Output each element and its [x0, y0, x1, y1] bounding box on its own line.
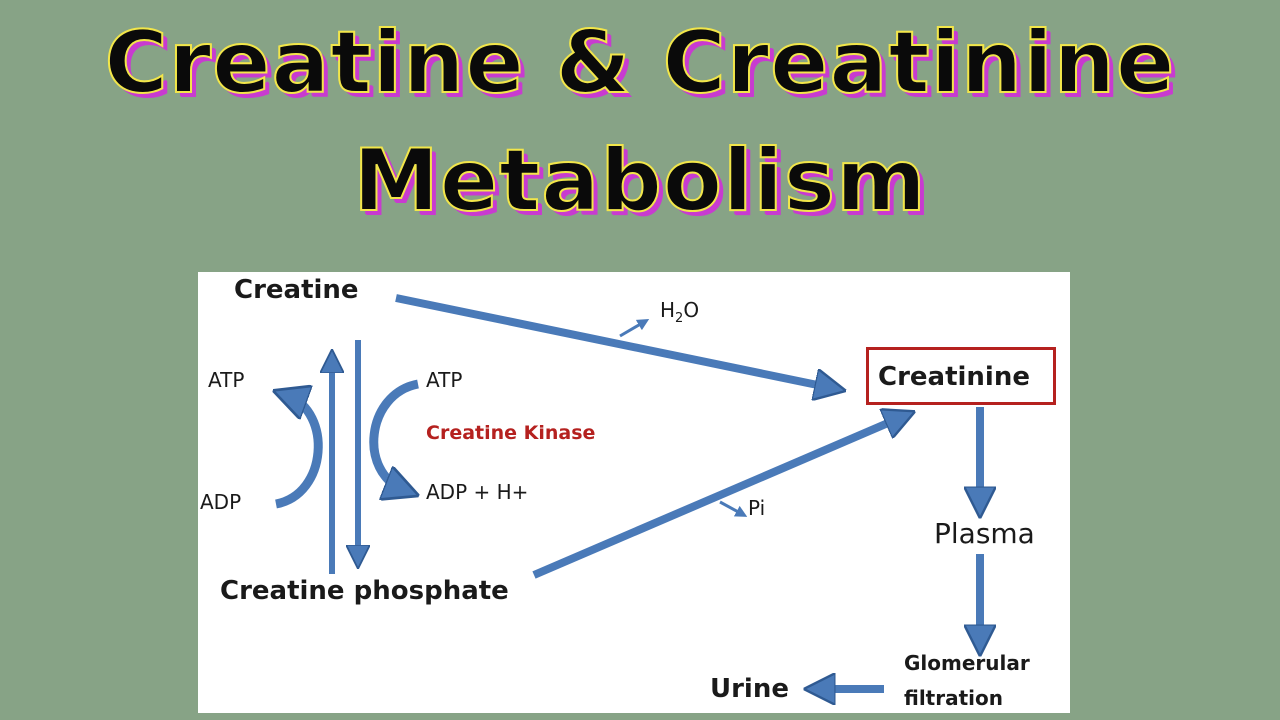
label-plasma: Plasma: [934, 517, 1035, 550]
label-filtration: filtration: [904, 686, 1003, 710]
diagram-arrows: [198, 294, 1070, 713]
label-atp-left: ATP: [208, 368, 245, 392]
label-adp-right: ADP + H+: [426, 480, 529, 504]
label-atp-right: ATP: [426, 368, 463, 392]
title-line-2: Metabolism: [352, 131, 927, 231]
label-creatine: Creatine: [234, 275, 359, 305]
arrow-curve-right: [369, 379, 418, 490]
label-enzyme: Creatine Kinase: [426, 422, 596, 444]
label-pi: Pi: [748, 496, 766, 520]
creatinine-box: [866, 347, 1056, 405]
arrow-pi: [719, 500, 748, 517]
label-glomerular: Glomerular: [904, 651, 1030, 675]
label-adp-left: ADP: [200, 490, 242, 514]
label-creatinine: Creatinine: [878, 362, 1030, 392]
label-creatine-phosphate: Creatine phosphate: [220, 576, 509, 606]
arrow-h2o: [619, 318, 650, 338]
diagram-panel: Creatine Creatine phosphate Creatinine H…: [198, 272, 1070, 713]
title-line-1: Creatine & Creatinine: [104, 13, 1176, 113]
label-urine: Urine: [710, 674, 789, 704]
arrow-phosphate-to-creatinine: [532, 417, 902, 579]
arrow-creatine-to-creatinine: [395, 294, 832, 388]
label-h2o: H2O: [660, 298, 700, 326]
arrow-curve-left: [276, 396, 323, 509]
